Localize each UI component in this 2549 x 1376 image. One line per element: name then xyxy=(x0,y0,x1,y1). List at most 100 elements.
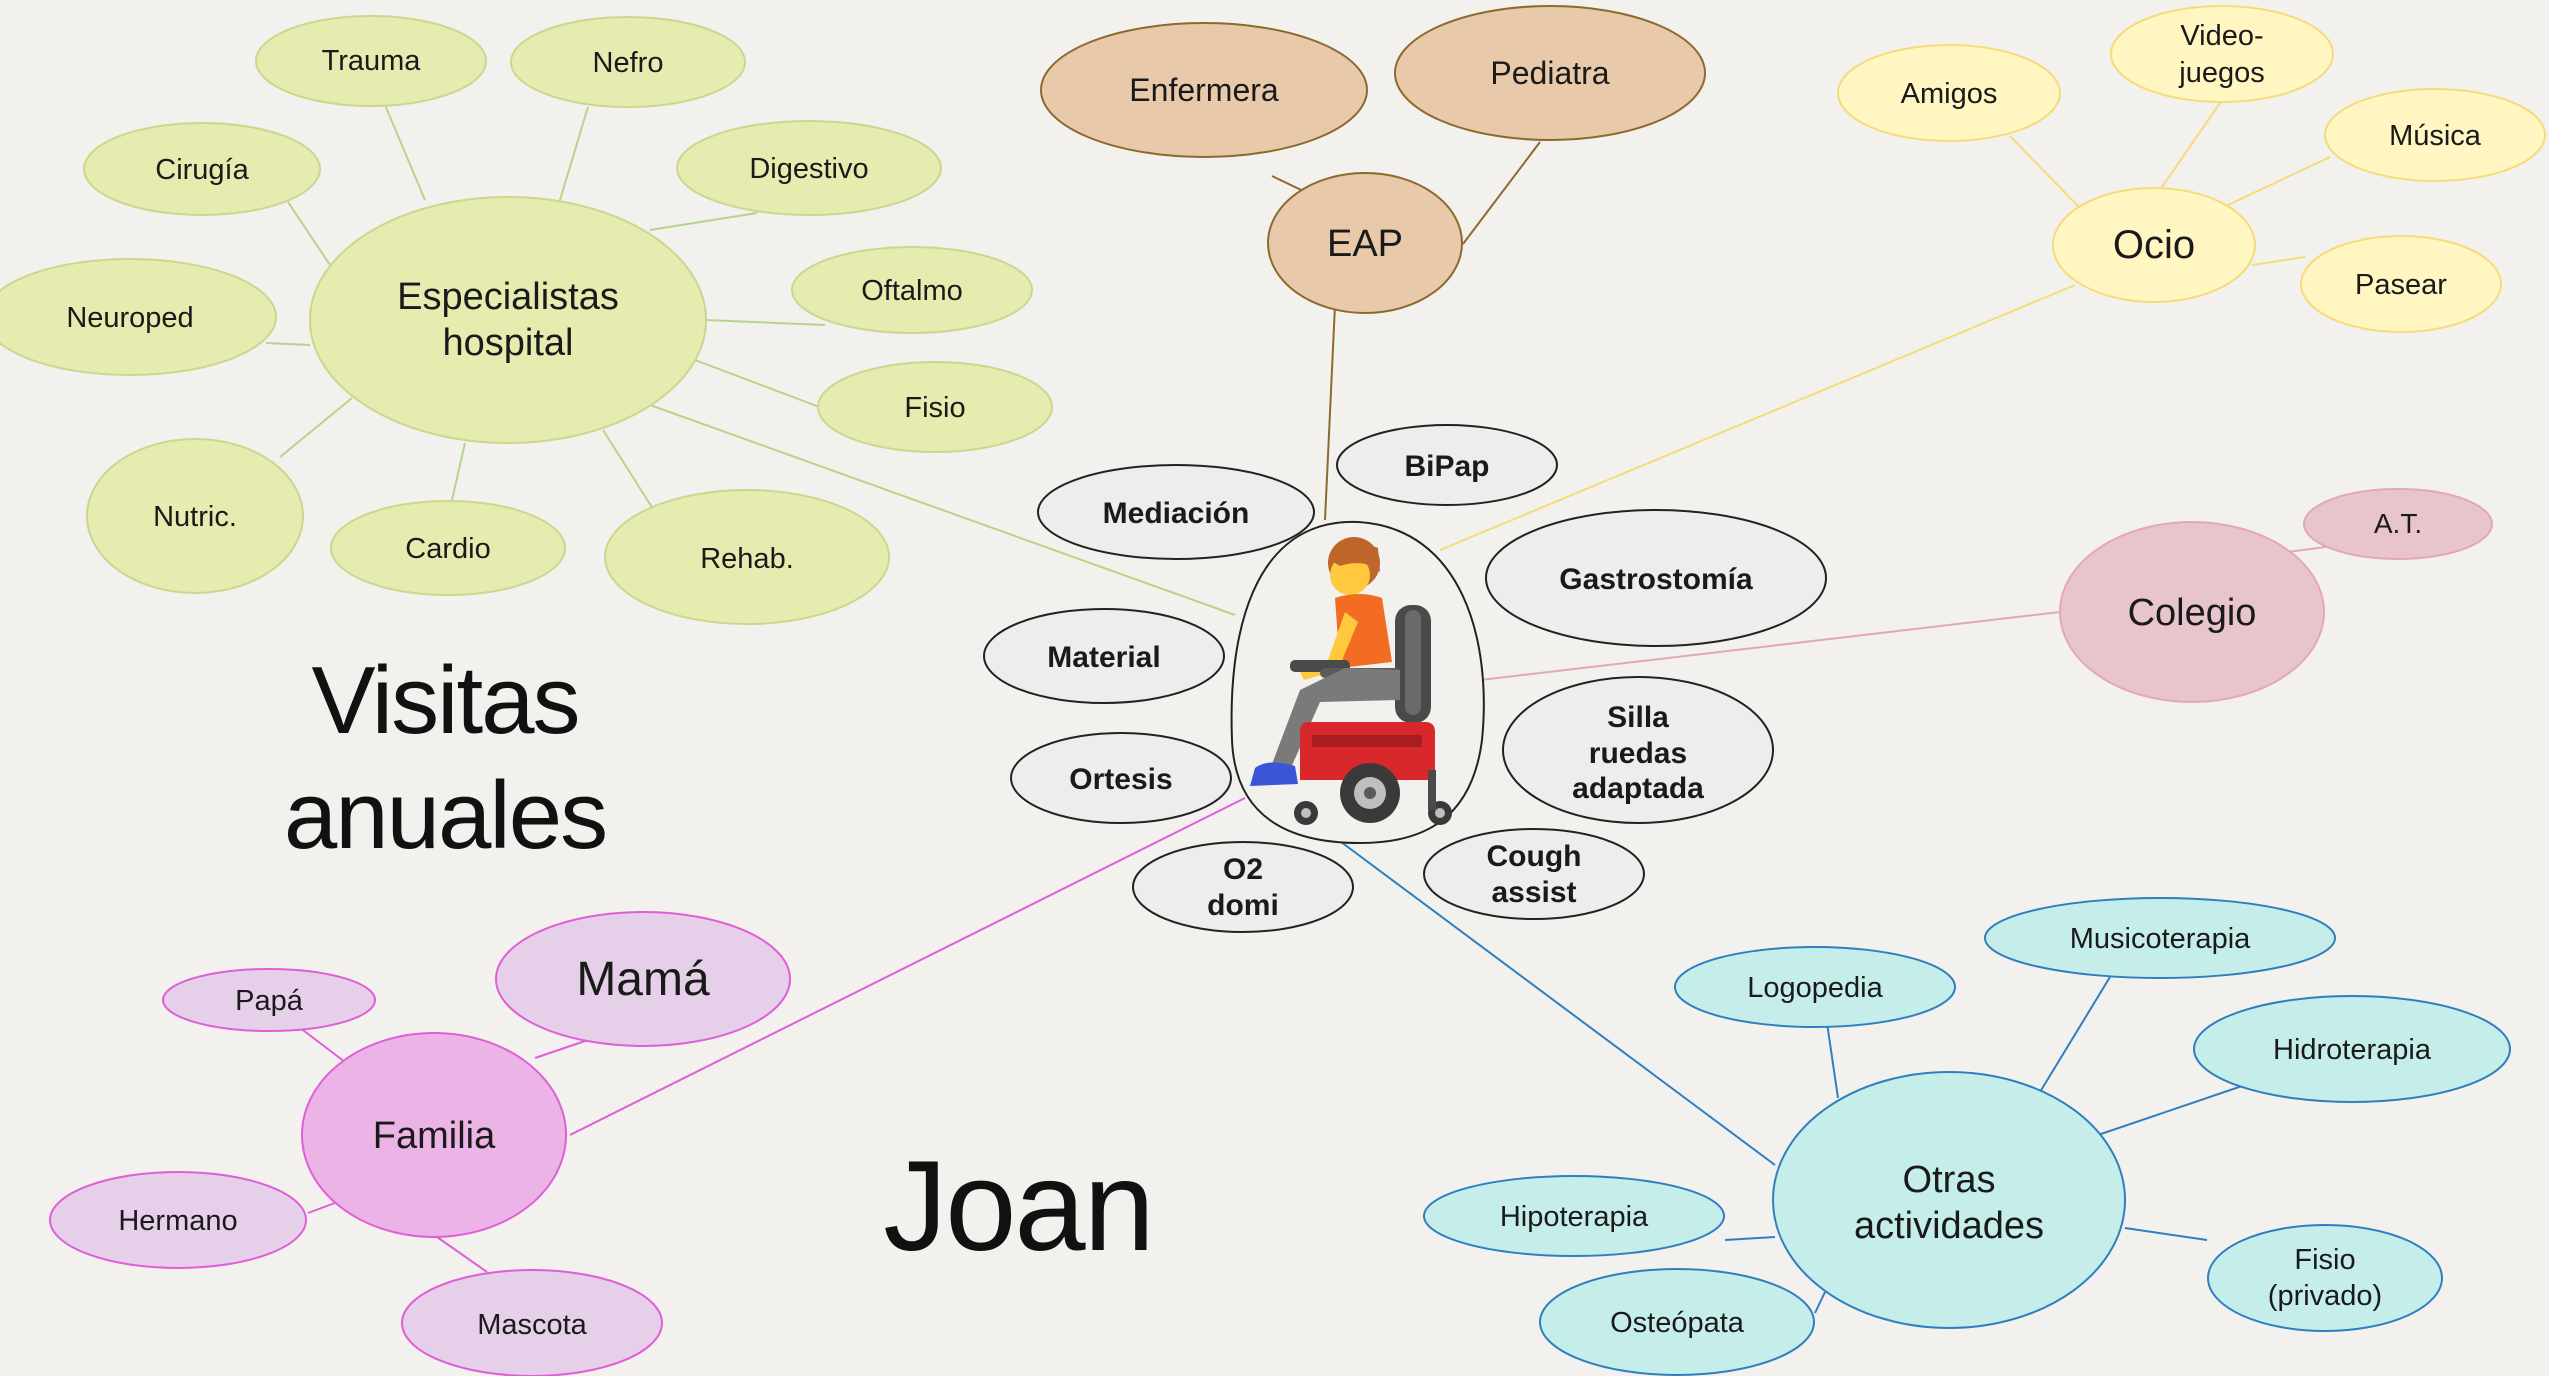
node-eap[interactable] xyxy=(1267,172,1463,314)
node-gastrostomia[interactable] xyxy=(1485,509,1827,647)
node-hermano[interactable] xyxy=(49,1171,307,1269)
material-label: Material xyxy=(1047,641,1160,674)
node-papa[interactable] xyxy=(162,968,376,1032)
node-colegio[interactable] xyxy=(2059,521,2325,703)
bipap-label: BiPap xyxy=(1404,450,1489,483)
node-digestivo[interactable] xyxy=(676,120,942,216)
node-cough-assist[interactable] xyxy=(1423,828,1645,920)
person-name-title: Joan xyxy=(883,1135,1153,1278)
node-o2-domi[interactable] xyxy=(1132,841,1354,933)
cardio-label: Cardio xyxy=(405,533,490,565)
mascota-label: Mascota xyxy=(477,1309,587,1341)
familia-label: Familia xyxy=(373,1115,496,1157)
node-fisio-hospital[interactable] xyxy=(817,361,1053,453)
rehab-label: Rehab. xyxy=(700,543,794,575)
musica-label: Música xyxy=(2389,120,2482,152)
nutric-label: Nutric. xyxy=(153,501,237,533)
cough-label-line1: Cough xyxy=(1487,840,1582,873)
enfermera-label: Enfermera xyxy=(1129,72,1279,108)
node-nutric[interactable] xyxy=(86,438,304,594)
node-musicoterapia[interactable] xyxy=(1984,897,2336,979)
node-otras-actividades[interactable] xyxy=(1772,1071,2126,1329)
musicoterapia-label: Musicoterapia xyxy=(2070,923,2251,955)
o2-label-line1: O2 xyxy=(1223,853,1263,886)
videojuegos-label-line1: Video- xyxy=(2180,20,2263,52)
center-node[interactable] xyxy=(1230,520,1485,845)
especialistas-label-line1: Especialistas xyxy=(397,276,619,318)
node-ocio[interactable] xyxy=(2052,187,2256,303)
visitas-anuales-title-line2: anuales xyxy=(284,762,606,869)
silla-label-line3: adaptada xyxy=(1572,772,1704,805)
node-videojuegos[interactable] xyxy=(2110,5,2334,103)
colegio-label: Colegio xyxy=(2128,592,2257,634)
ocio-label: Ocio xyxy=(2113,223,2195,267)
node-osteopata[interactable] xyxy=(1539,1268,1815,1376)
person-in-motorized-wheelchair-icon xyxy=(1250,537,1452,825)
o2-label-line2: domi xyxy=(1207,889,1279,922)
trauma-label: Trauma xyxy=(322,45,422,77)
silla-label-line1: Silla xyxy=(1607,701,1669,734)
node-familia[interactable] xyxy=(301,1032,567,1238)
node-amigos[interactable] xyxy=(1837,44,2061,142)
node-enfermera[interactable] xyxy=(1040,22,1368,158)
node-logopedia[interactable] xyxy=(1674,946,1956,1028)
hermano-label: Hermano xyxy=(118,1205,237,1237)
otras-actividades-label-line2: actividades xyxy=(1854,1205,2044,1247)
node-trauma[interactable] xyxy=(255,15,487,107)
eap-group: Enfermera Pediatra EAP xyxy=(1040,5,1706,314)
oftalmo-label: Oftalmo xyxy=(861,275,963,307)
node-hidroterapia[interactable] xyxy=(2193,995,2511,1103)
node-mama[interactable] xyxy=(495,911,791,1047)
node-silla-ruedas[interactable] xyxy=(1502,676,1774,824)
especialistas-label-line2: hospital xyxy=(443,322,574,364)
at-label: A.T. xyxy=(2374,508,2422,539)
visitas-anuales-title-line1: Visitas xyxy=(311,647,578,754)
node-hipoterapia[interactable] xyxy=(1423,1175,1725,1257)
fisio-privado-label-line2: (privado) xyxy=(2268,1280,2382,1312)
family-group: Papá Mamá Familia Hermano Mascota xyxy=(49,911,791,1376)
neuroped-label: Neuroped xyxy=(66,302,193,334)
pediatra-label: Pediatra xyxy=(1490,55,1609,91)
node-at[interactable] xyxy=(2303,488,2493,560)
fisio-privado-label-line1: Fisio xyxy=(2294,1244,2355,1276)
activities-group: Logopedia Musicoterapia Hidroterapia Otr… xyxy=(1423,897,2511,1376)
node-pasear[interactable] xyxy=(2300,235,2502,333)
node-cardio[interactable] xyxy=(330,500,566,596)
node-nefro[interactable] xyxy=(510,16,746,108)
node-fisio-privado[interactable] xyxy=(2207,1224,2443,1332)
videojuegos-label-line2: juegos xyxy=(2178,57,2264,89)
leisure-group: Amigos Video- juegos Música Ocio Pasear xyxy=(1837,5,2546,333)
pasear-label: Pasear xyxy=(2355,269,2447,301)
equipment-group: BiPap Mediación Gastrostomía Material Si… xyxy=(983,424,1827,933)
node-ortesis[interactable] xyxy=(1010,732,1232,824)
otras-actividades-label-line1: Otras xyxy=(1903,1159,1996,1201)
silla-label-line2: ruedas xyxy=(1589,737,1687,770)
node-oftalmo[interactable] xyxy=(791,246,1033,334)
logopedia-label: Logopedia xyxy=(1747,972,1883,1004)
gastrostomia-label: Gastrostomía xyxy=(1559,563,1753,596)
titles: Visitas anuales Joan xyxy=(284,647,1155,1278)
mama-label: Mamá xyxy=(576,953,710,1006)
node-musica[interactable] xyxy=(2324,88,2546,182)
node-material[interactable] xyxy=(983,608,1225,704)
digestivo-label: Digestivo xyxy=(749,153,868,185)
hipoterapia-label: Hipoterapia xyxy=(1500,1201,1649,1233)
node-especialistas-hospital[interactable] xyxy=(309,196,707,444)
cough-label-line2: assist xyxy=(1491,876,1576,909)
ortesis-label: Ortesis xyxy=(1069,763,1172,796)
node-cirugia[interactable] xyxy=(83,122,321,216)
papa-label: Papá xyxy=(235,985,304,1017)
cirugia-label: Cirugía xyxy=(155,154,249,186)
hidroterapia-label: Hidroterapia xyxy=(2273,1034,2432,1066)
amigos-label: Amigos xyxy=(1901,78,1998,110)
node-bipap[interactable] xyxy=(1336,424,1558,506)
mediacion-label: Mediación xyxy=(1103,497,1250,530)
node-pediatra[interactable] xyxy=(1394,5,1706,141)
node-mascota[interactable] xyxy=(401,1269,663,1376)
node-neuroped[interactable] xyxy=(0,258,277,376)
node-rehab[interactable] xyxy=(604,489,890,625)
node-mediacion[interactable] xyxy=(1037,464,1315,560)
nefro-label: Nefro xyxy=(593,47,664,79)
